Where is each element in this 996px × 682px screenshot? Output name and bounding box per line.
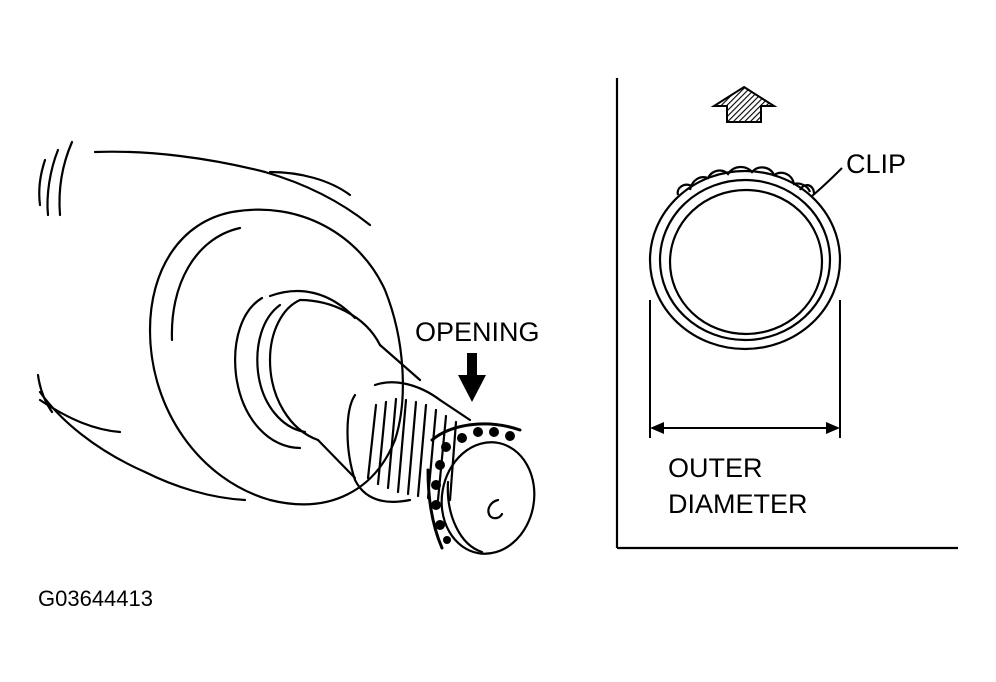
diameter-label: DIAMETER bbox=[668, 489, 808, 519]
clip-ring bbox=[648, 165, 842, 351]
clip-label: CLIP bbox=[846, 149, 906, 179]
outer-label: OUTER bbox=[668, 453, 763, 483]
figure-id-label: G03644413 bbox=[38, 586, 153, 611]
clip-detail-panel bbox=[615, 78, 958, 550]
outer-diameter-dimension bbox=[649, 300, 841, 438]
down-arrow-icon bbox=[458, 353, 486, 402]
opening-arrow bbox=[458, 353, 486, 402]
opening-label: OPENING bbox=[415, 317, 540, 347]
clip-leader-line bbox=[811, 167, 843, 197]
hatched-up-arrow-icon bbox=[710, 85, 778, 123]
shaft-illustration bbox=[36, 140, 536, 555]
